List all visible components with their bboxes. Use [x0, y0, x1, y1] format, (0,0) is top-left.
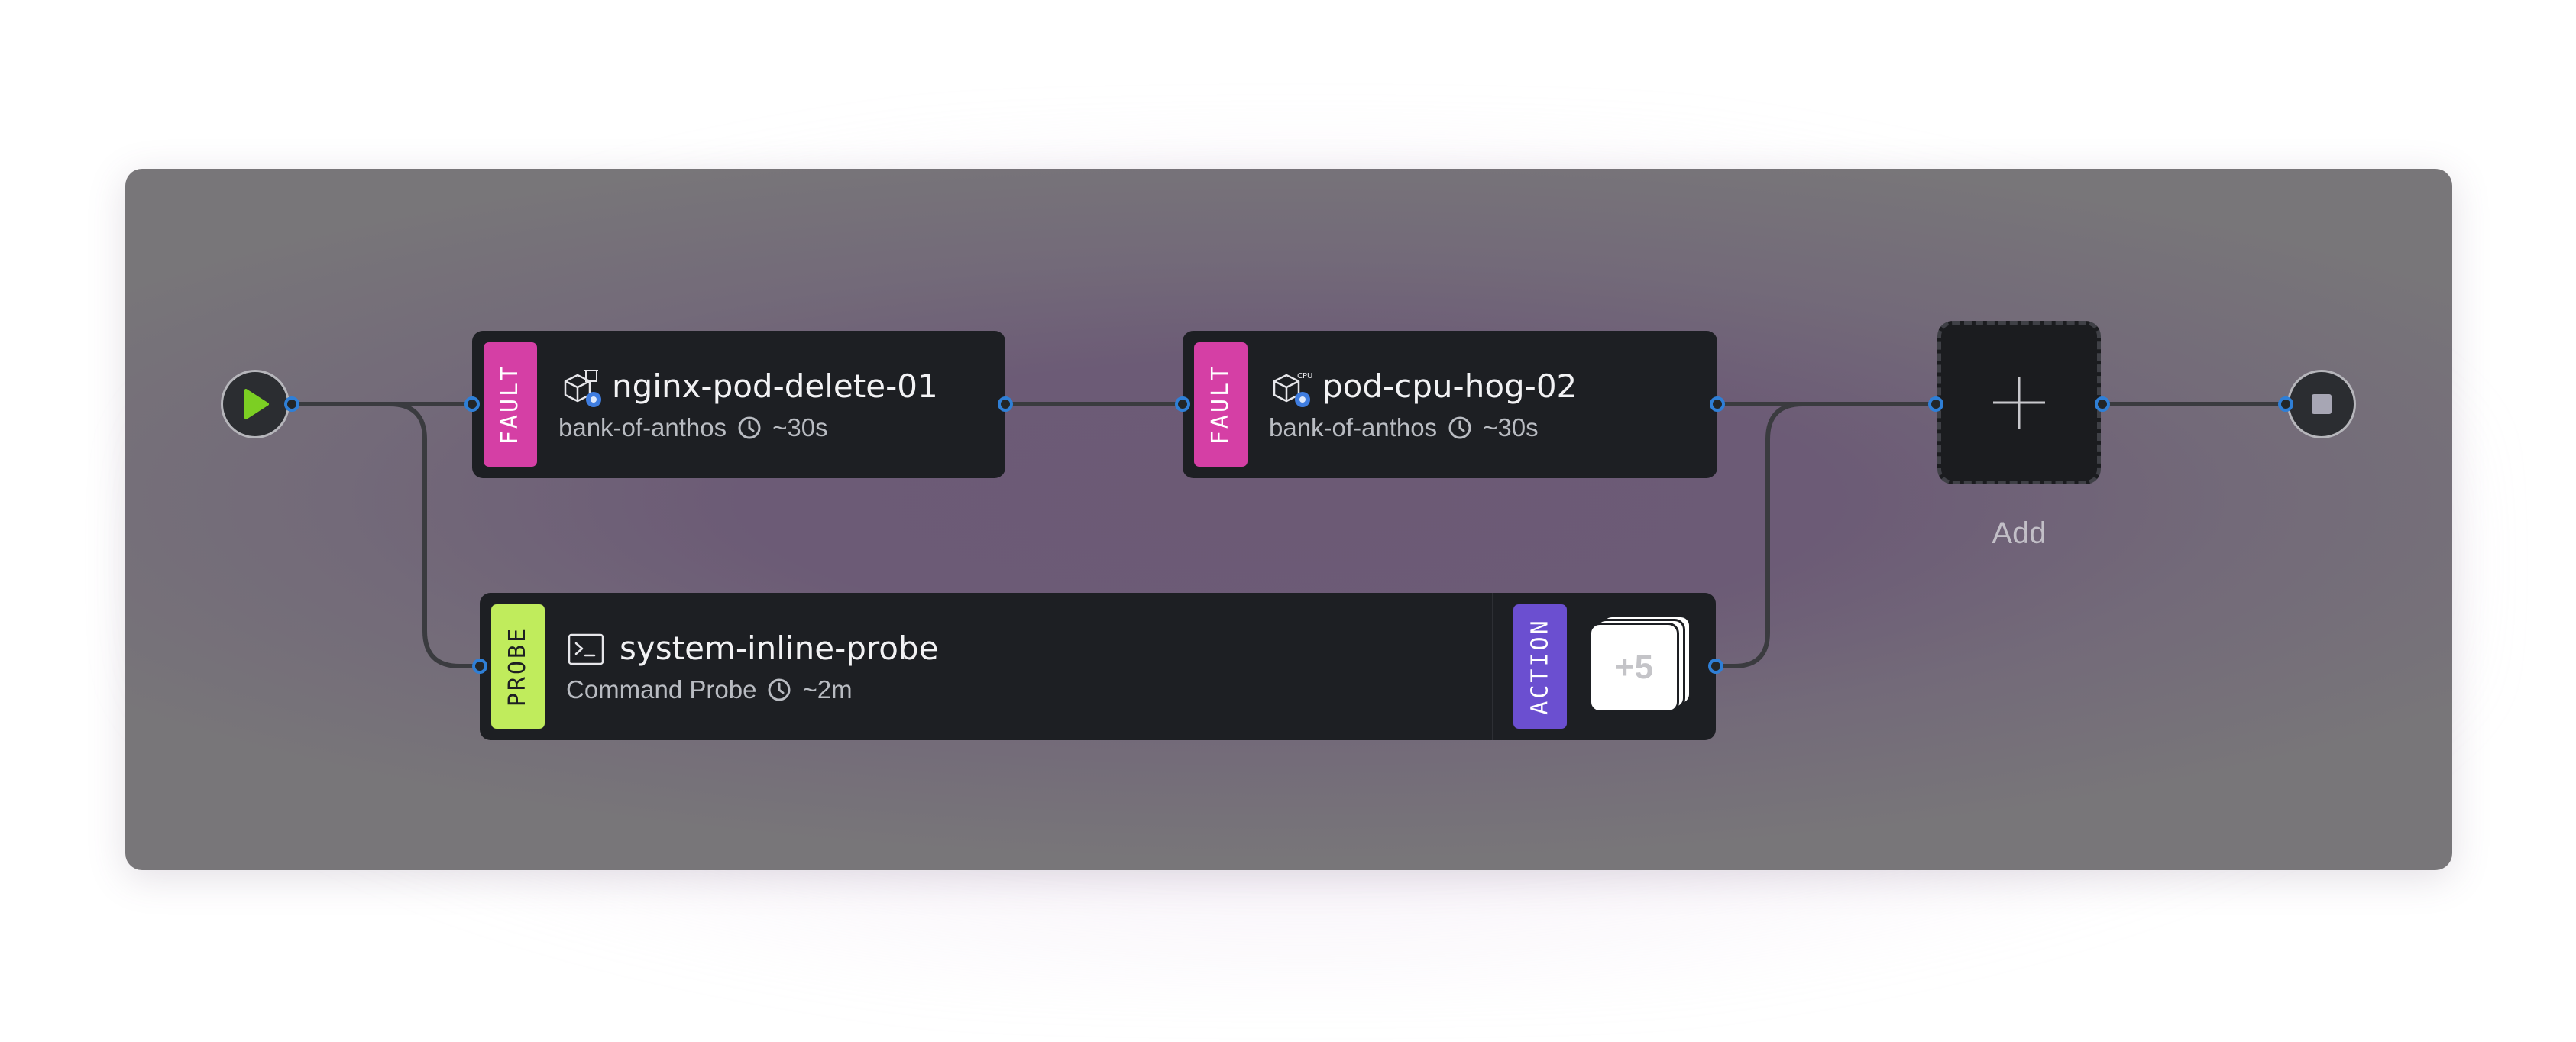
duration-label: ~30s: [772, 413, 828, 442]
duration-label: ~2m: [802, 675, 853, 704]
play-icon: [244, 389, 269, 419]
probe-tag: PROBE: [491, 604, 545, 729]
pod-cpu-icon: CPU: [1273, 372, 1312, 407]
terminal-icon: [568, 633, 604, 665]
stop-node[interactable]: [2287, 370, 2356, 438]
node-meta: bank-of-anthos ~30s: [558, 413, 828, 442]
edge-start-probe: [292, 402, 480, 668]
fault-node-nginx-pod-delete[interactable]: FAULT nginx-pod-delete-01 bank-of-anthos…: [472, 331, 1005, 478]
action-tag: ACTION: [1513, 604, 1567, 729]
port-add-out[interactable]: [2095, 396, 2110, 412]
edge-probe-add: [1716, 402, 1804, 668]
node-title: pod-cpu-hog-02: [1322, 367, 1578, 405]
port-add-in[interactable]: [1928, 396, 1943, 412]
port-stop-in[interactable]: [2278, 396, 2293, 412]
port-fault1-in[interactable]: [464, 396, 480, 412]
pipeline-canvas: [125, 169, 2452, 870]
more-actions-count[interactable]: +5: [1614, 649, 1654, 686]
port-probe-in[interactable]: [472, 659, 487, 674]
add-label: Add: [1992, 516, 2047, 550]
start-node[interactable]: [221, 370, 290, 438]
port-fault1-out[interactable]: [998, 396, 1013, 412]
node-meta: Command Probe ~2m: [566, 675, 853, 704]
fault-tag: FAULT: [1194, 342, 1248, 467]
pod-delete-icon: [564, 370, 601, 407]
clock-icon: [738, 416, 761, 439]
probe-type-label: Command Probe: [566, 675, 757, 704]
namespace-label: bank-of-anthos: [1269, 413, 1438, 442]
duration-label: ~30s: [1483, 413, 1539, 442]
node-title: system-inline-probe: [620, 629, 939, 667]
action-divider: [1492, 593, 1493, 740]
port-start-out[interactable]: [284, 396, 299, 412]
fault-tag: FAULT: [484, 342, 537, 467]
node-title: nginx-pod-delete-01: [612, 367, 938, 405]
probe-node-system-inline-probe[interactable]: PROBE system-inline-probe Command Probe …: [480, 593, 1716, 740]
port-probe-out[interactable]: [1708, 659, 1723, 674]
svg-text:CPU: CPU: [1297, 372, 1312, 380]
add-node-button[interactable]: [1937, 321, 2101, 484]
plus-icon: [1993, 377, 2045, 429]
action-card-stack-front[interactable]: [1589, 623, 1679, 713]
namespace-label: bank-of-anthos: [558, 413, 727, 442]
node-meta: bank-of-anthos ~30s: [1269, 413, 1539, 442]
fault-node-pod-cpu-hog[interactable]: FAULT CPU pod-cpu-hog-02 bank-of-anthos …: [1183, 331, 1717, 478]
port-fault2-out[interactable]: [1710, 396, 1725, 412]
port-fault2-in[interactable]: [1175, 396, 1190, 412]
stop-icon: [2312, 394, 2332, 414]
clock-icon: [1448, 416, 1471, 439]
clock-icon: [768, 678, 791, 701]
